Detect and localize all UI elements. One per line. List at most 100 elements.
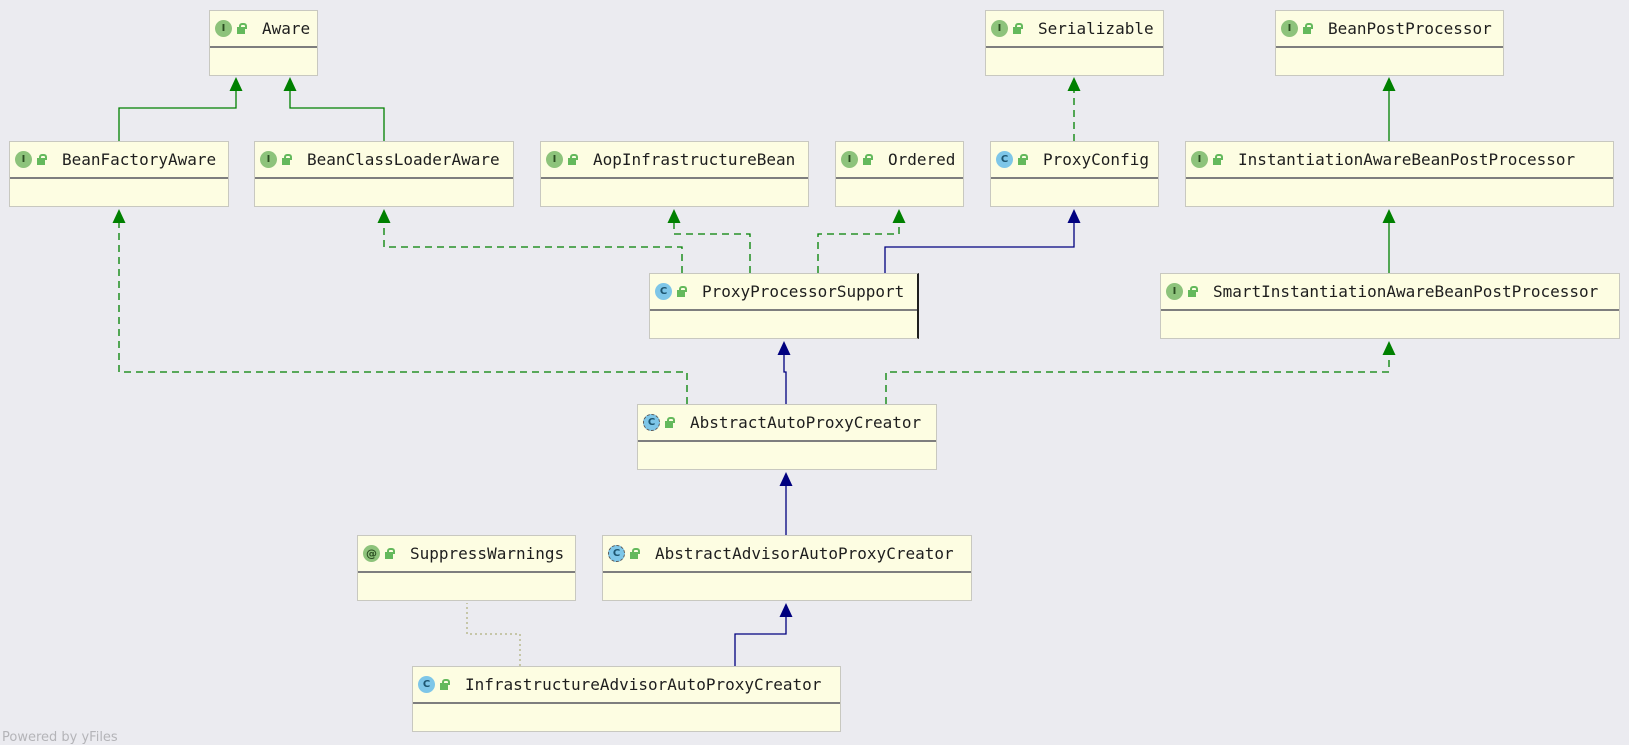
node-name: BeanClassLoaderAware — [307, 150, 500, 169]
abstract-class-icon: C — [643, 414, 660, 431]
node-members — [1161, 311, 1619, 339]
edge-line — [289, 90, 385, 141]
edge-arrowhead — [1067, 209, 1081, 223]
node-members — [541, 179, 808, 207]
edge-arrowhead — [283, 77, 297, 91]
node-header: C AbstractAutoProxyCreator — [638, 405, 936, 442]
node-members — [638, 442, 936, 470]
edge-arrowhead — [892, 209, 906, 223]
node-members — [210, 48, 317, 76]
node-members — [986, 48, 1163, 76]
node-members — [358, 573, 575, 601]
edge-instantiationaware-to-beanpostprocessor — [1382, 77, 1396, 141]
edge-arrowhead — [1067, 77, 1081, 91]
node-suppresswarnings[interactable]: @ SuppressWarnings — [357, 535, 576, 601]
edge-line — [118, 90, 237, 141]
edge-proxyconfig-to-serializable — [1067, 77, 1081, 141]
public-visibility-icon — [237, 23, 250, 34]
class-icon: C — [418, 676, 435, 693]
edge-line — [885, 354, 1390, 404]
node-name: InfrastructureAdvisorAutoProxyCreator — [465, 675, 822, 694]
edge-line — [817, 222, 900, 273]
node-members — [1276, 48, 1503, 76]
abstract-class-icon: C — [608, 545, 625, 562]
edge-arrowhead — [777, 341, 791, 355]
public-visibility-icon — [863, 154, 876, 165]
node-members — [1186, 179, 1613, 207]
edge-proxyprocessorsupport-to-beanclassloaderaware — [377, 209, 683, 273]
class-icon: C — [996, 151, 1013, 168]
interface-icon: I — [991, 20, 1008, 37]
node-aware[interactable]: I Aware — [209, 10, 318, 76]
watermark: Powered by yFiles — [2, 730, 118, 745]
node-name: Aware — [262, 19, 311, 38]
interface-icon: I — [260, 151, 277, 168]
edge-arrowhead — [377, 209, 391, 223]
public-visibility-icon — [385, 548, 398, 559]
edge-arrowhead — [229, 77, 243, 91]
edge-arrowhead — [112, 209, 126, 223]
interface-icon: I — [841, 151, 858, 168]
node-members — [10, 179, 228, 207]
public-visibility-icon — [37, 154, 50, 165]
annotation-icon: @ — [363, 545, 380, 562]
public-visibility-icon — [630, 548, 643, 559]
public-visibility-icon — [1013, 23, 1026, 34]
node-name: BeanFactoryAware — [62, 150, 217, 169]
node-abstractautoproxycreator[interactable]: C AbstractAutoProxyCreator — [637, 404, 937, 470]
node-members — [836, 179, 963, 207]
node-header: C ProxyProcessorSupport — [650, 274, 917, 311]
edge-abstractautoproxycreator-to-smartinstantiationaware — [885, 341, 1396, 404]
class-icon: C — [655, 283, 672, 300]
public-visibility-icon — [282, 154, 295, 165]
edge-line — [118, 222, 688, 404]
interface-icon: I — [215, 20, 232, 37]
edge-arrowhead — [1382, 209, 1396, 223]
edge-beanfactoryaware-to-aware — [118, 77, 243, 141]
edge-arrowhead — [1382, 77, 1396, 91]
node-name: SuppressWarnings — [410, 544, 565, 563]
interface-icon: I — [1281, 20, 1298, 37]
node-header: C InfrastructureAdvisorAutoProxyCreator — [413, 667, 840, 704]
node-members — [991, 179, 1158, 207]
node-header: @ SuppressWarnings — [358, 536, 575, 573]
edge-arrowhead — [779, 472, 793, 486]
node-name: ProxyProcessorSupport — [702, 282, 905, 301]
edge-line — [734, 616, 787, 666]
node-header: I BeanClassLoaderAware — [255, 142, 513, 179]
public-visibility-icon — [677, 286, 690, 297]
node-members — [255, 179, 513, 207]
node-infrastructureadvisorautoproxycreator[interactable]: C InfrastructureAdvisorAutoProxyCreator — [412, 666, 841, 732]
edge-proxyprocessorsupport-to-aopinfrastructurebean — [667, 209, 751, 273]
interface-icon: I — [546, 151, 563, 168]
edge-arrowhead — [1382, 341, 1396, 355]
edge-arrowhead — [779, 603, 793, 617]
edge-beanclassloaderaware-to-aware — [283, 77, 385, 141]
public-visibility-icon — [568, 154, 581, 165]
node-name: Ordered — [888, 150, 956, 169]
public-visibility-icon — [1303, 23, 1316, 34]
node-ordered[interactable]: I Ordered — [835, 141, 964, 207]
node-name: SmartInstantiationAwareBeanPostProcessor — [1213, 282, 1599, 301]
edge-line — [783, 354, 787, 404]
node-name: AbstractAutoProxyCreator — [690, 413, 922, 432]
node-header: I Ordered — [836, 142, 963, 179]
node-proxyprocessorsupport[interactable]: C ProxyProcessorSupport — [649, 273, 919, 339]
node-beanclassloaderaware[interactable]: I BeanClassLoaderAware — [254, 141, 514, 207]
